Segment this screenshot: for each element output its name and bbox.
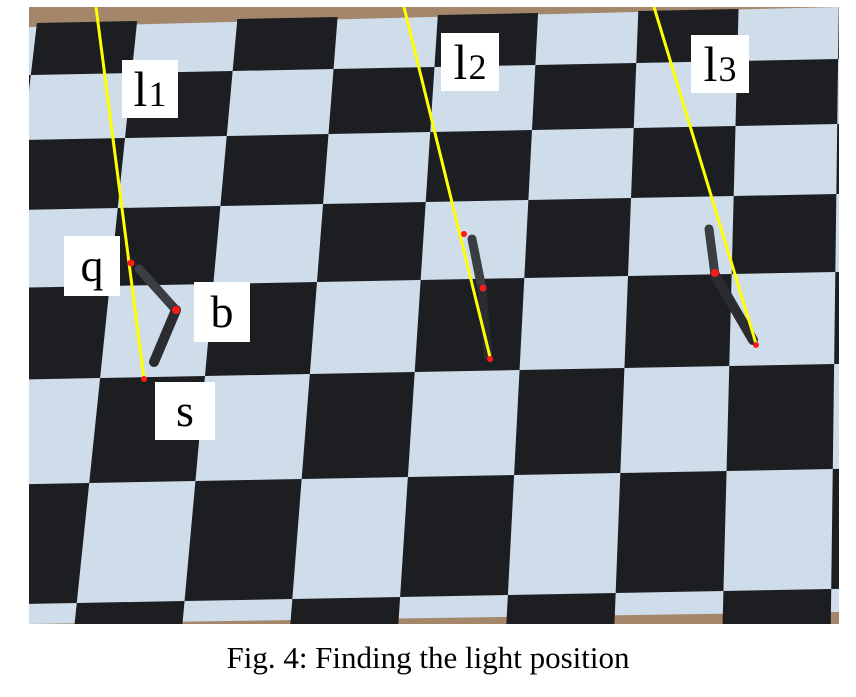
point-s3 xyxy=(753,342,759,348)
light-lines xyxy=(94,7,759,380)
point-b2 xyxy=(479,284,487,292)
stick-1 xyxy=(134,264,181,315)
line-l1 xyxy=(94,7,146,380)
checker-dark-square xyxy=(29,138,125,210)
checker-dark-square xyxy=(726,364,835,471)
label-l2-sub: 2 xyxy=(468,47,487,87)
label-s: s xyxy=(155,382,215,440)
checker-dark-square xyxy=(722,589,832,624)
label-l1-sub: 1 xyxy=(148,74,167,114)
figure-caption: Fig. 4: Finding the light position xyxy=(226,640,630,675)
checker-dark-square xyxy=(184,479,302,601)
checker-dark-square xyxy=(425,130,532,202)
label-l2-main: l xyxy=(453,34,468,90)
point-s xyxy=(141,376,147,382)
checker-dark-square xyxy=(301,372,415,479)
shadow-3 xyxy=(710,270,758,345)
point-q2 xyxy=(461,231,467,237)
checker-dark-square xyxy=(531,63,637,130)
checker-dark-square xyxy=(524,198,632,278)
checker-dark-square xyxy=(836,123,839,194)
point-b xyxy=(172,306,180,314)
checker-dark-square xyxy=(400,475,515,597)
checker-dark-square xyxy=(735,59,839,126)
sticks xyxy=(134,224,758,367)
checker-dark-square xyxy=(290,597,401,624)
stick-3 xyxy=(704,224,720,280)
checkerboard-scene xyxy=(29,7,839,624)
line-l2 xyxy=(402,7,493,362)
checker-dark-square xyxy=(29,286,110,380)
shadow-1 xyxy=(149,305,181,367)
point-s2 xyxy=(487,356,493,362)
checker-dark-square xyxy=(232,17,338,71)
checker-dark-square xyxy=(624,274,732,368)
checker-dark-square xyxy=(29,483,90,604)
line-l3 xyxy=(652,7,759,348)
checker-dark-square xyxy=(220,134,329,206)
feature-points xyxy=(127,231,759,382)
checker-dark-square xyxy=(834,271,839,364)
checker-dark-square xyxy=(74,601,185,624)
checker-dark-square xyxy=(328,67,435,134)
checker-dark-square xyxy=(831,468,839,589)
checker-dark-square xyxy=(316,202,426,282)
checker-dark-square xyxy=(731,194,837,274)
point-q xyxy=(127,259,135,267)
point-b3 xyxy=(711,269,719,277)
checker-dark-square xyxy=(838,7,839,59)
label-q: q xyxy=(64,236,120,296)
checker-dark-square xyxy=(30,21,138,75)
label-l3-main: l xyxy=(703,36,718,92)
checker-dark-square xyxy=(615,471,727,593)
label-b: b xyxy=(194,282,250,342)
checker-dark-square xyxy=(414,278,525,372)
checker-dark-square xyxy=(514,368,625,475)
label-l3-sub: 3 xyxy=(718,49,737,89)
checker-dark-square xyxy=(506,593,616,624)
checker-dark-square xyxy=(631,126,736,198)
stick-2 xyxy=(467,234,487,294)
label-l1-main: l xyxy=(133,61,148,117)
